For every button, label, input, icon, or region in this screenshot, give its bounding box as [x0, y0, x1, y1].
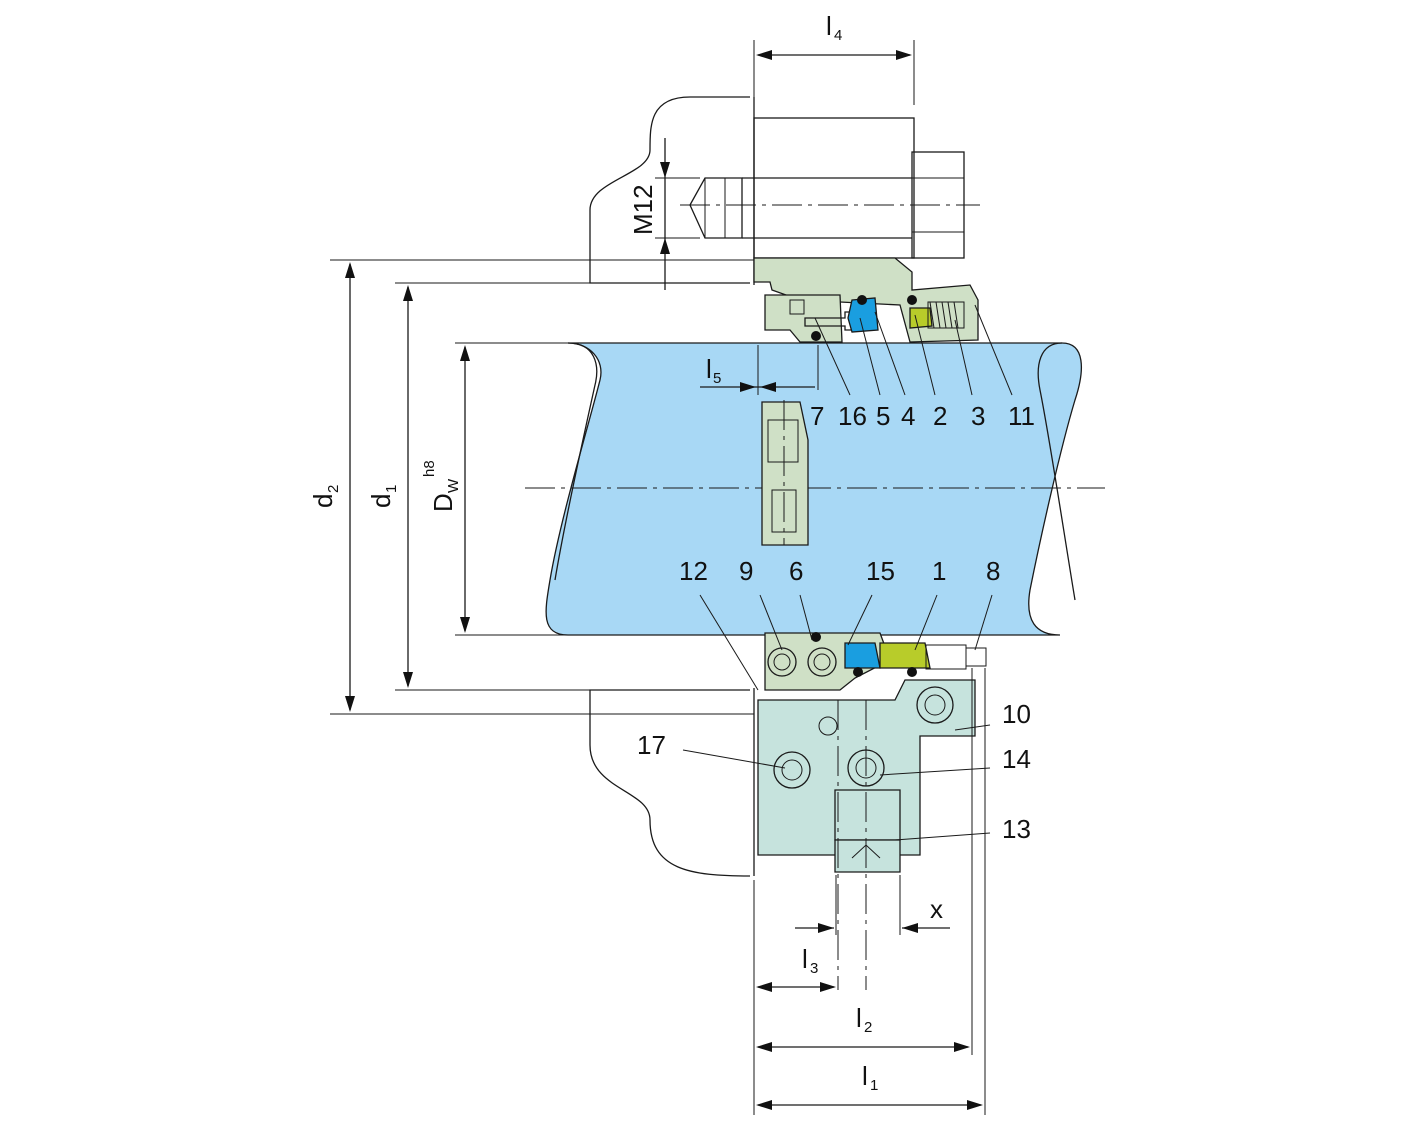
- o-ring-16: [857, 295, 867, 305]
- svg-text:2: 2: [864, 1019, 872, 1036]
- leader-lines: [682, 304, 1013, 841]
- callout: 15: [866, 556, 895, 586]
- callout: 3: [971, 401, 985, 431]
- svg-text:2: 2: [325, 485, 342, 493]
- callout: 10: [1002, 699, 1031, 729]
- svg-text:h8: h8: [421, 460, 438, 477]
- o-ring-7: [811, 331, 821, 341]
- callout: 6: [789, 556, 803, 586]
- svg-text:5: 5: [713, 370, 721, 387]
- o-ring-2: [907, 295, 917, 305]
- svg-text:3: 3: [810, 960, 818, 977]
- svg-text:l: l: [856, 1003, 862, 1033]
- dimension-label-l5: l 5: [706, 354, 721, 387]
- callout: 2: [933, 401, 947, 431]
- svg-text:l: l: [826, 11, 832, 41]
- dimension-label-x: x: [930, 894, 943, 924]
- callout: 13: [1002, 814, 1031, 844]
- callouts-right: 10 14 13: [1002, 699, 1031, 844]
- dimension-label-l1: l 1: [862, 1061, 878, 1094]
- dimension-lines: [330, 40, 986, 1115]
- callout: 1: [932, 556, 946, 586]
- shaft-set-screw: [761, 400, 809, 546]
- lower-seal-cartridge: [764, 632, 987, 691]
- callouts-left: 17: [637, 730, 666, 760]
- callouts-lower: 12 9 6 15 1 8: [679, 556, 1000, 586]
- svg-text:d: d: [308, 494, 338, 508]
- dimension-label-m12: M12: [628, 184, 658, 235]
- svg-text:D: D: [428, 493, 458, 512]
- callout: 8: [986, 556, 1000, 586]
- callout: 16: [838, 401, 867, 431]
- svg-text:l: l: [802, 944, 808, 974]
- dimension-label-dw: D W h8: [421, 460, 462, 512]
- callout: 14: [1002, 744, 1031, 774]
- svg-text:1: 1: [383, 485, 400, 493]
- svg-text:l: l: [706, 354, 712, 384]
- lower-gland: [757, 679, 976, 990]
- svg-text:1: 1: [870, 1077, 878, 1094]
- callout: 17: [637, 730, 666, 760]
- dimension-label-l3: l 3: [802, 944, 818, 977]
- callout: 5: [876, 401, 890, 431]
- dimension-label-l2: l 2: [856, 1003, 872, 1036]
- callouts-upper: 7 16 5 4 2 3 11: [810, 401, 1035, 431]
- callout: 12: [679, 556, 708, 586]
- svg-text:l: l: [862, 1061, 868, 1091]
- upper-seal-cartridge: [753, 257, 979, 343]
- callout: 7: [810, 401, 824, 431]
- callout: 4: [901, 401, 915, 431]
- dimension-label-d1: d 1: [366, 485, 400, 508]
- upper-spring: [927, 301, 965, 329]
- shaft: [525, 342, 1105, 636]
- callout: 9: [739, 556, 753, 586]
- dimension-label-l4: l 4: [826, 11, 842, 44]
- svg-text:4: 4: [834, 27, 842, 44]
- svg-text:W: W: [445, 478, 462, 493]
- callout: 11: [1008, 401, 1035, 431]
- svg-text:d: d: [366, 494, 396, 508]
- upper-gland: [680, 117, 980, 259]
- dimension-label-d2: d 2: [308, 485, 342, 508]
